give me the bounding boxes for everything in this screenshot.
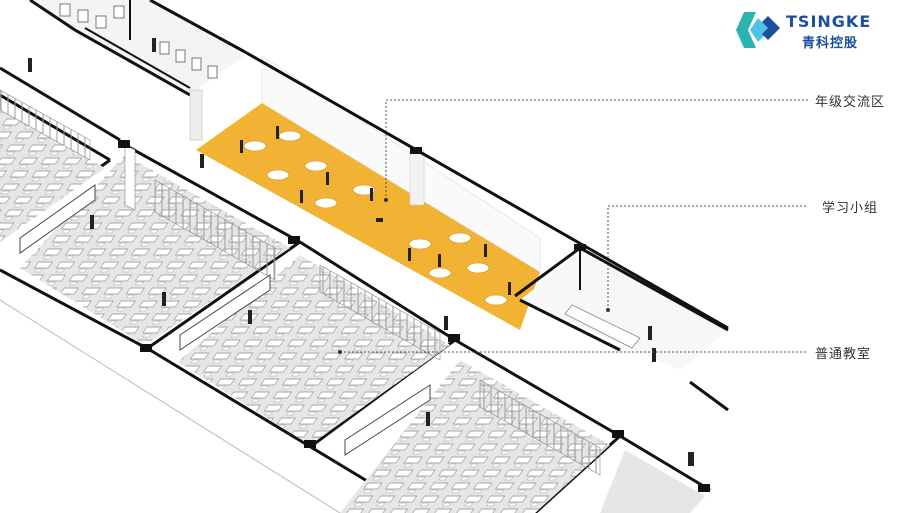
leader-lines [338,99,808,354]
grade-exchange-area [196,55,541,330]
leader-study-group [607,205,808,310]
label-study-group: 学习小组 [822,201,879,216]
leader-grade-exchange [385,99,808,200]
company-logo: TSINGKE 青科控股 [736,8,886,54]
logo-name-cn: 青科控股 [802,36,859,51]
label-grade-exchange: 年级交流区 [815,95,886,110]
label-classroom: 普通教室 [815,347,872,362]
logo-name-en: TSINGKE [786,12,872,31]
logo-mark-icon [736,12,780,48]
classrooms [0,38,705,513]
restroom-block [29,0,246,141]
study-group-room [514,246,729,412]
columns [118,140,710,492]
